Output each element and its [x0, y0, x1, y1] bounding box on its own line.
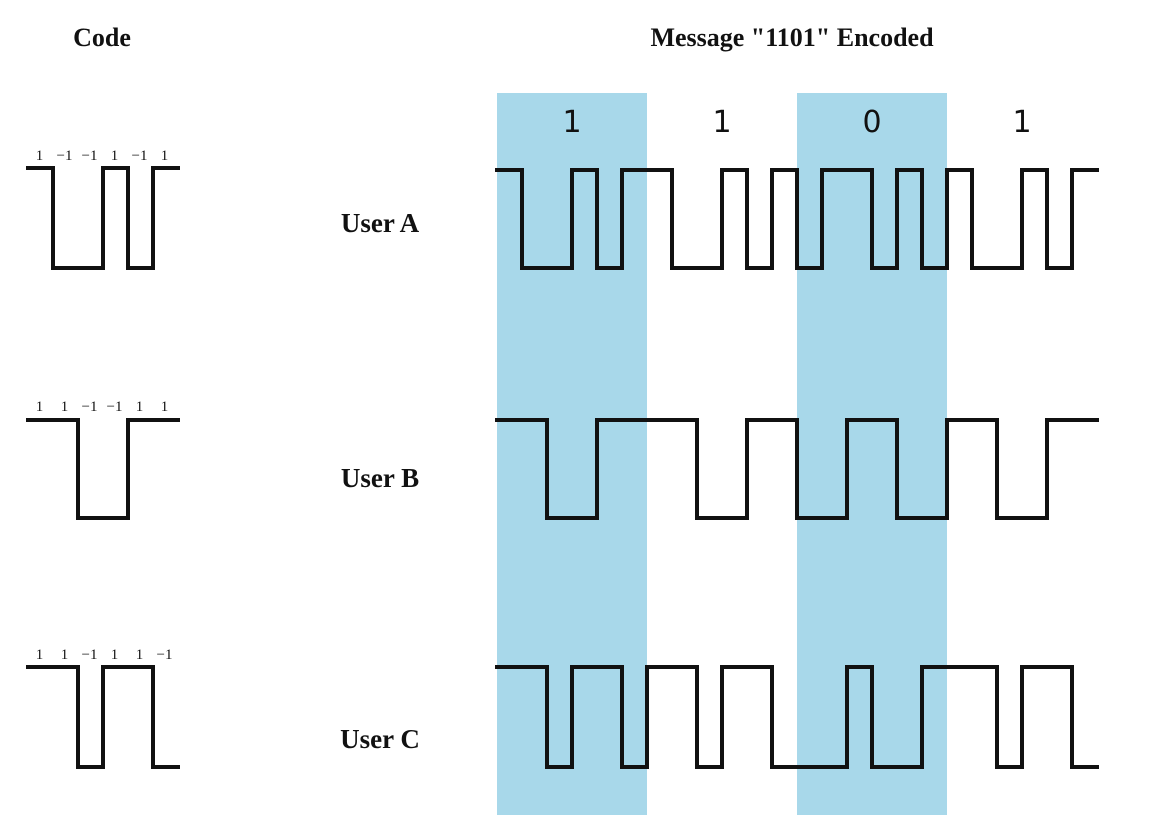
- code-heading: Code: [73, 23, 131, 52]
- code-chip-label: 1: [111, 647, 119, 663]
- code-chip-label: −1: [157, 647, 173, 663]
- message-bit-label: 1: [712, 105, 731, 140]
- encoded-signal-waveform: [495, 418, 1099, 520]
- message-bit-label: 0: [862, 105, 881, 140]
- encoded-signal-waveform: [495, 665, 1099, 769]
- code-waveform: [26, 665, 180, 769]
- code-chip-label: 1: [161, 399, 169, 415]
- message-bit-label: 1: [562, 105, 581, 140]
- code-chip-label: 1: [111, 148, 119, 164]
- code-chip-label: −1: [107, 399, 123, 415]
- user-label: User C: [340, 724, 420, 754]
- code-chip-label: 1: [136, 647, 144, 663]
- user-label: User B: [341, 463, 419, 493]
- message-bit-labels: 1 1 0 1: [562, 105, 1031, 140]
- code-waveform: [26, 418, 180, 520]
- code-chip-label: 1: [36, 148, 44, 164]
- code-chip-label: 1: [36, 399, 44, 415]
- encoded-signal-waveform: [495, 168, 1099, 270]
- code-chip-label: −1: [82, 399, 98, 415]
- code-chip-label: −1: [82, 647, 98, 663]
- code-chip-label: −1: [132, 148, 148, 164]
- user-label: User A: [341, 208, 420, 238]
- message-bit-label: 1: [1012, 105, 1031, 140]
- code-chip-label: 1: [61, 399, 69, 415]
- code-chip-label: 1: [161, 148, 169, 164]
- code-waveform: [26, 166, 180, 270]
- code-chip-label: 1: [136, 399, 144, 415]
- code-chip-label: 1: [61, 647, 69, 663]
- message-heading: Message "1101" Encoded: [650, 23, 934, 52]
- code-chip-label: −1: [82, 148, 98, 164]
- code-chip-label: 1: [36, 647, 44, 663]
- code-chip-label: −1: [57, 148, 73, 164]
